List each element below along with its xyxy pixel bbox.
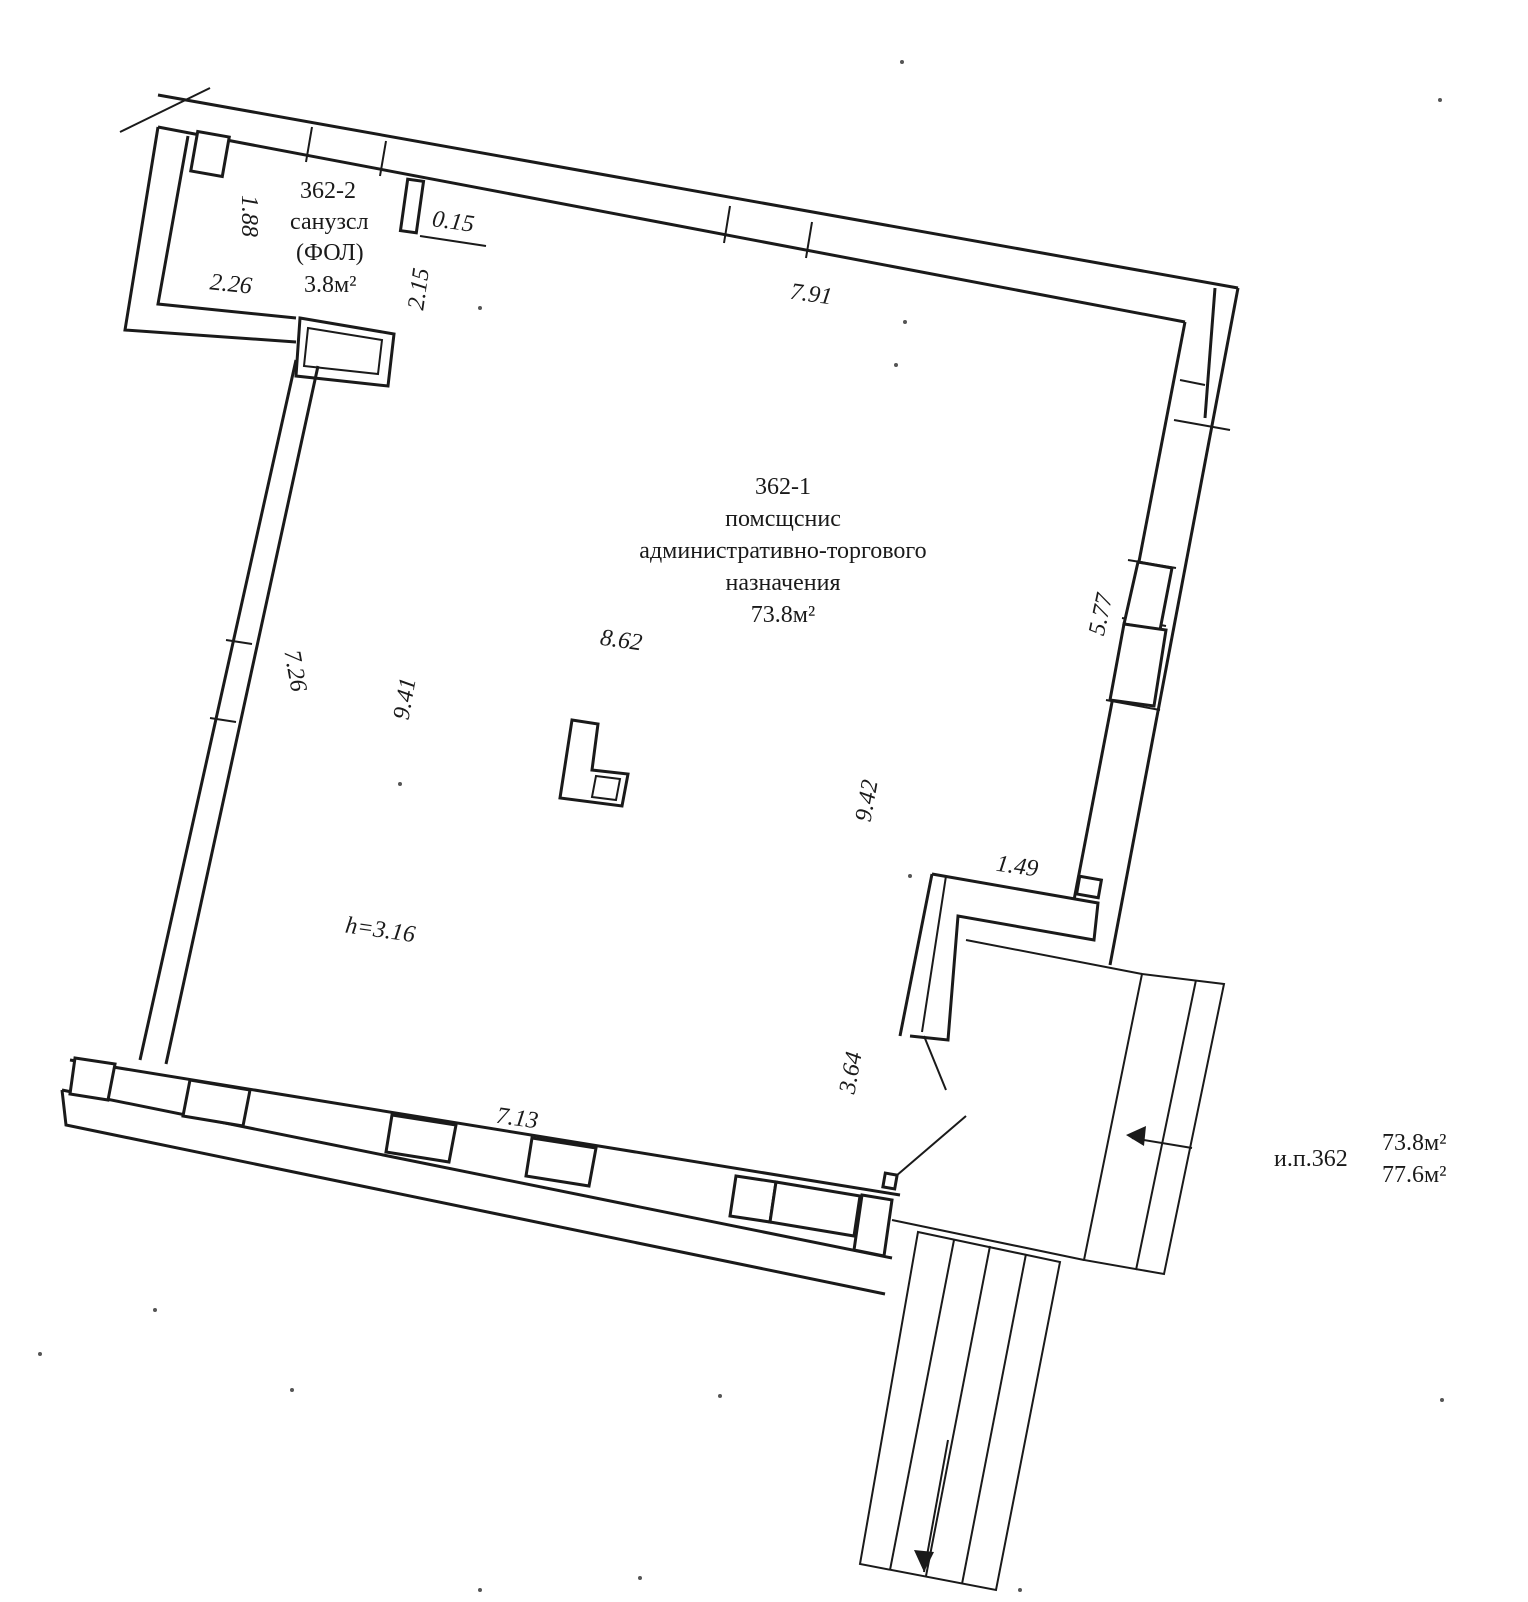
dim-toilet-height: 1.88: [236, 195, 262, 237]
dim-bottom-wall: 7.13: [495, 1103, 540, 1135]
dim-toilet-depth: 2.15: [403, 266, 435, 311]
toilet-room-number: 362-2: [300, 178, 356, 204]
summary-area-total: 77.6м²: [1382, 1162, 1446, 1188]
door: [895, 1035, 967, 1177]
dim-step: 1.49: [995, 851, 1040, 883]
main-room-name-1: помсщснис: [725, 506, 841, 532]
main-room-name-3: назначения: [726, 570, 841, 596]
dim-right-wall: 5.77: [1084, 590, 1118, 637]
summary-label: и.п.362: [1274, 1146, 1348, 1172]
walls: [60, 87, 1240, 1296]
dim-toilet-width: 2.26: [209, 269, 253, 299]
main-room-name-2: административно-торгового: [639, 538, 926, 564]
main-room-number: 362-1: [755, 474, 811, 500]
toilet-room-area: 3.8м²: [304, 272, 356, 298]
dim-left-wall: 7.26: [278, 648, 311, 694]
dim-wall-thickness: 0.15: [431, 206, 476, 238]
scan-specks: [38, 60, 1444, 1592]
dim-inner-left: 9.41: [389, 676, 422, 722]
dim-inner-right: 9.42: [851, 778, 884, 824]
dim-door-side: 3.64: [834, 1050, 867, 1097]
stairs: [858, 939, 1226, 1592]
stair-arrow-left-icon: [1126, 1126, 1146, 1146]
ceiling-height: h=3.16: [344, 913, 417, 949]
toilet-room-name: санузсл: [290, 209, 369, 235]
column: [558, 718, 630, 808]
dim-inner-top: 8.62: [599, 625, 644, 657]
stair-arrow-down-icon: [914, 1550, 934, 1572]
toilet-room-owner: (ФОЛ): [296, 240, 364, 266]
summary-area-main: 73.8м²: [1382, 1130, 1446, 1156]
dim-top-wall: 7.91: [789, 279, 834, 311]
main-room-area: 73.8м²: [751, 602, 815, 628]
